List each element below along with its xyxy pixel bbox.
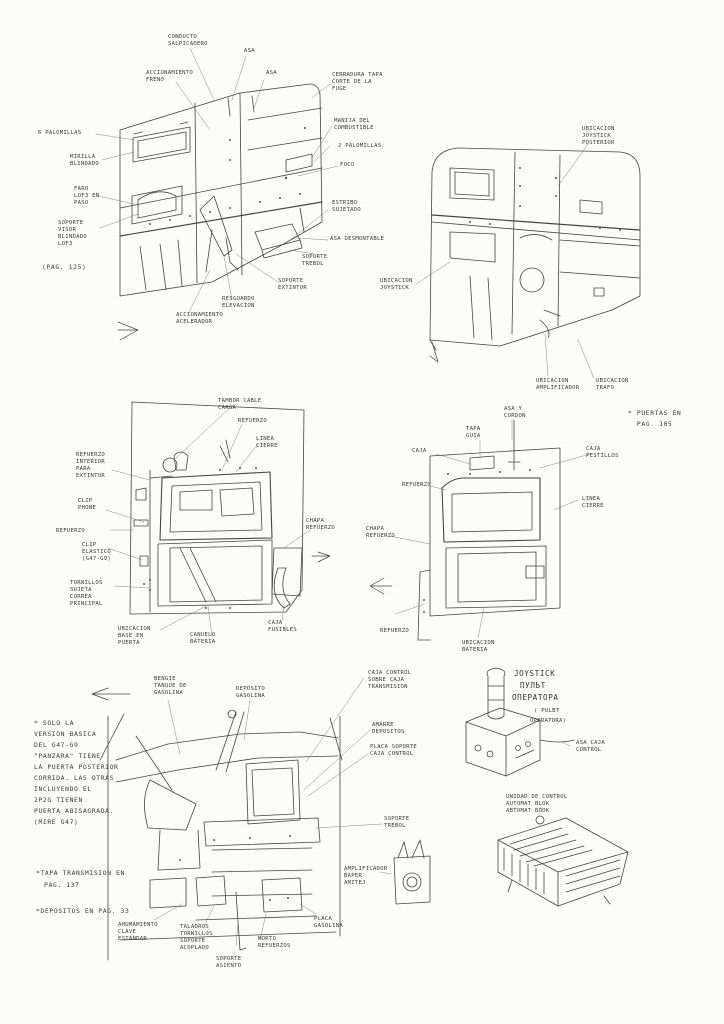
- label-caja-pestillos: CAJA PESTILLOS: [586, 446, 619, 459]
- label-asiento-elevacion: RESGUARDO ELEVACION: [222, 296, 255, 309]
- label-amarre-depositos: AMARRE DEPOSITOS: [372, 722, 405, 735]
- label-soporte-trebol-5: SOPORTE TREBOL: [384, 816, 410, 829]
- label-caja: CAJA: [412, 448, 427, 454]
- joystick-title-5: OPERATORA): [530, 718, 567, 724]
- label-ahumamiento: AHUMAMIENTO CLAVE ESTANDAR: [118, 922, 158, 942]
- label-faro: FARO LOF3 EN PASO: [74, 186, 100, 206]
- label-refuerzo-interior: REFUERZO INTERIOR PARA EXTINTOR: [76, 452, 105, 479]
- label-cinta-refuerzos: MORTO REFUERZOS: [258, 936, 291, 949]
- note-line: DEL G47-G9: [34, 741, 79, 749]
- label-asa-2: ASA: [266, 70, 277, 76]
- label-ubicacion-puerta: UBICACION BASE EN PUERTA: [118, 626, 151, 646]
- label-puertas-note: * PUERTAS EN PAG. 105: [628, 409, 682, 428]
- note-line: VERSION BASICA: [34, 730, 97, 738]
- label-asa-caja-control: ASA CAJA CONTROL: [576, 740, 605, 753]
- label-amplificador: AMPLIFICADOR BAPER AMITEJ: [344, 866, 388, 886]
- label-refuerzo-left: REFUERZO: [56, 528, 85, 534]
- label-placa-gasolina: PLACA GASOLINA: [314, 916, 343, 929]
- label-tapa-guia: TAPA GUIA: [466, 426, 481, 439]
- sketch-side-hatch-exterior: [369, 419, 591, 641]
- note-line: INCLUYENDO EL: [34, 785, 92, 793]
- label-accionamiento-acelerador: ACCIONAMIENTO ACELERADOR: [176, 312, 224, 325]
- label-clip-phone: CLIP PHONE: [78, 498, 97, 511]
- label-ubicacion-bateria: UBICACION BATERIA: [462, 640, 495, 653]
- label-soporte-extintor: SOPORTE EXTINTOR: [278, 278, 307, 291]
- label-soporte-asiento: SOPORTE ASIENTO: [216, 956, 242, 969]
- label-canuelo: CANUELO BATERIA: [190, 632, 216, 645]
- sketch-rear-door-interior: [95, 47, 339, 341]
- label-manija: MANIJA DEL COMBUSTIBLE: [334, 118, 374, 131]
- note-line: * SOLO LA: [34, 719, 75, 727]
- label-pag-125: (PAG. 125): [42, 263, 87, 271]
- sketch-control-box: [497, 815, 629, 907]
- label-palomillas-6: 6 PALOMILLAS: [38, 130, 82, 136]
- label-tornillos: TORNILLOS SUJETA CORREA PRINCIPAL: [70, 580, 103, 607]
- label-asa-cordon: ASA Y CORDON: [504, 406, 526, 419]
- note-line: "PANZARA" TIENE: [34, 752, 101, 760]
- joystick-title-3: ОПЕРАТОРА: [512, 693, 559, 702]
- label-accionamiento-freno: ACCIONAMIENTO FRENO: [146, 70, 194, 83]
- label-linea-cierre-4: LINEA CIERRE: [582, 496, 604, 509]
- label-palomillas-2: 2 PALOMILLAS: [338, 143, 382, 149]
- label-ubicacion-amplificador: UBICACION AMPLIFICADOR: [536, 378, 580, 391]
- joystick-title-1: JOYSTICK: [514, 669, 556, 678]
- note-ref-depositos: *DEPOSITOS EN PAG. 33: [36, 907, 130, 915]
- label-linea-cierre: LINEA CIERRE: [256, 436, 278, 449]
- note-ref-transmision: *TAPA TRANSMISION EN: [36, 869, 125, 877]
- note-line: 2P2G TIENEN: [34, 796, 83, 804]
- note-ref-transmision-page: PAG. 137: [44, 881, 80, 889]
- label-cerradura: CERRADURA TAPA CORTE DE LA FUGE: [332, 72, 383, 92]
- sketch-compartment-floor: [91, 677, 431, 961]
- sketch-rear-door-exterior: [415, 143, 641, 379]
- label-bengie-gasolina: BENGIE TANQUE DE GASOLINA: [154, 676, 187, 696]
- label-soporte-trebol: SOPORTE TREBOL: [302, 254, 328, 267]
- label-taladros: TALADROS TORNILLOS SOPORTE ACOPLADO: [180, 924, 213, 951]
- label-tambor-cable: TAMBOR CABLE CARGA: [218, 398, 262, 411]
- label-ubicacion-trafo: UBICACION TRAFO: [596, 378, 629, 391]
- label-asa-desmontable: ASA DESMONTABLE: [330, 236, 385, 242]
- label-deposito-gasolina: DEPOSITO GASOLINA: [236, 686, 265, 699]
- note-line: CORRIDA. LAS OTRAS: [34, 774, 115, 782]
- joystick-title-2: ПУЛЬТ: [520, 681, 546, 690]
- label-asa-1: ASA: [244, 48, 255, 54]
- joystick-title-4: ( PULBT: [534, 708, 560, 714]
- label-refuerzo-b: REFUERZO: [380, 628, 409, 634]
- label-caja-control: CAJA CONTROL SOBRE CAJA TRANSMISION: [368, 670, 412, 690]
- label-estribo: ESTRIBO SUJETADO: [332, 200, 361, 213]
- sketch-joystick: [465, 667, 575, 777]
- sketch-side-hatch-interior: [105, 401, 331, 637]
- label-chapa-refuerzo-3: CHAPA REFUERZO: [306, 518, 335, 531]
- label-caja-fusibles: CAJA FUSIBLES: [268, 620, 297, 633]
- label-refuerzo-top: REFUERZO: [238, 418, 267, 424]
- label-placa-soporte: PLACA SOPORTE CAJA CONTROL: [370, 744, 418, 757]
- label-refuerzo-a: REFUERZO: [402, 482, 431, 488]
- note-version-basica: * SOLO LA VERSION BASICA DEL G47-G9 "PAN…: [34, 718, 119, 828]
- label-chapa-refuerzo-4: CHAPA REFUERZO: [366, 526, 395, 539]
- label-ubicacion-joystick: UBICACION JOYSTICK: [380, 278, 413, 291]
- label-foco: FOCO: [340, 162, 355, 168]
- note-line: (MIRE G47): [34, 818, 79, 826]
- label-soporte-visor: SOPORTE VISOR BLINDADO LOF3: [58, 220, 87, 247]
- note-line: LA PUERTA POSTERIOR: [34, 763, 119, 771]
- label-conducto-salpicadero: CONDUCTO SALPICADERO: [168, 34, 208, 47]
- label-unidad-control: UNIDAD DE CONTROL AUTOMAT BLOK ABTOMAT Б…: [506, 794, 568, 814]
- note-line: PUERTA ABISAGRADA.: [34, 807, 115, 815]
- label-clip-elastico: CLIP ELASTICO (G47-G9): [82, 542, 111, 562]
- label-ubicacion-joystick-posterior: UBICACION JOYSTICK POSTERIOR: [582, 126, 615, 146]
- label-mirilla: MIRILLA BLINDADO: [70, 154, 99, 167]
